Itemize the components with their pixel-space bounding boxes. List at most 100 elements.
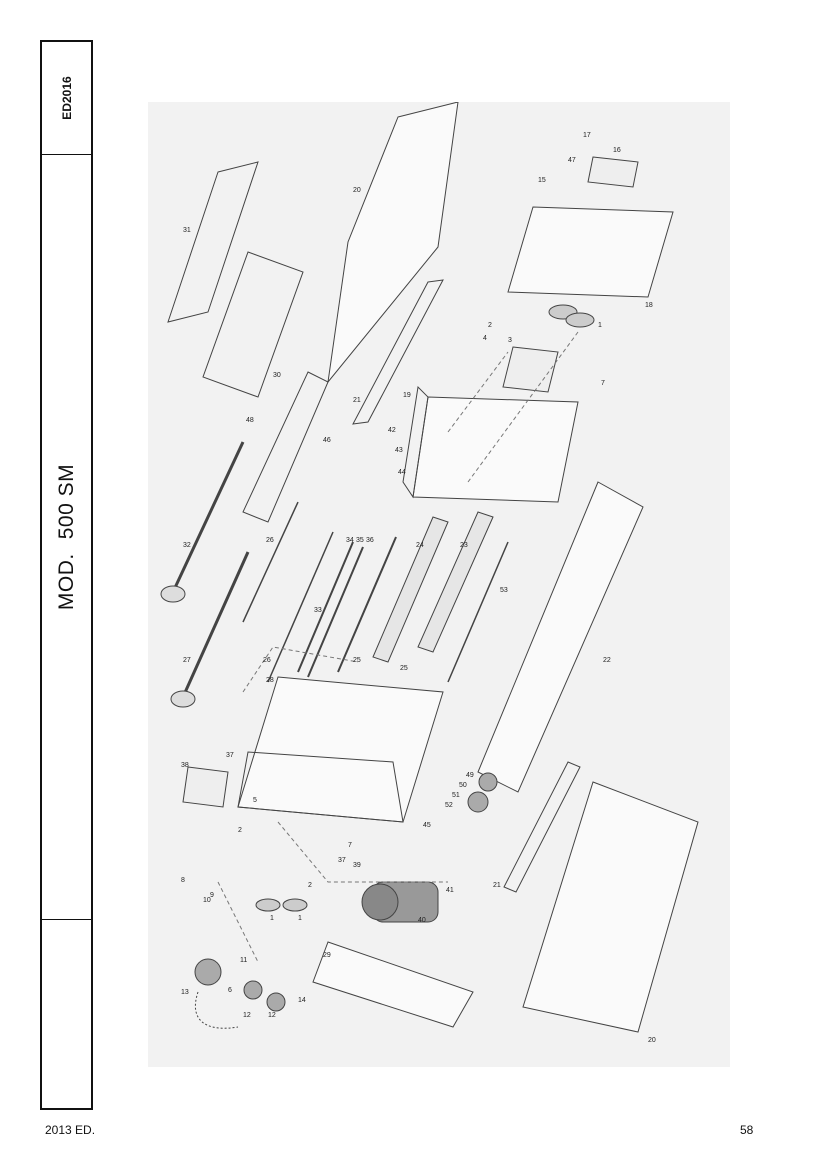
label-29: 29	[323, 952, 331, 959]
gear-50	[467, 791, 489, 813]
label-3: 3	[508, 337, 512, 344]
gear-12b	[266, 992, 286, 1012]
label-40: 40	[418, 917, 426, 924]
base-plate-22	[477, 481, 644, 793]
assembly-line-d	[277, 821, 448, 883]
model-cell: MOD.500 SM	[42, 155, 91, 920]
label-26b: 26	[263, 657, 271, 664]
rod-32-end	[160, 585, 186, 603]
label-45: 45	[423, 822, 431, 829]
label-26a: 26	[266, 537, 274, 544]
profile-36	[337, 536, 397, 673]
label-8: 8	[181, 877, 185, 884]
side-rail-21-bottom	[503, 761, 581, 893]
label-33: 33	[314, 607, 322, 614]
label-18: 18	[645, 302, 653, 309]
roller-24	[372, 516, 449, 663]
label-2a: 2	[488, 322, 492, 329]
grid-panel-30	[202, 251, 304, 398]
motor-fan	[361, 883, 399, 921]
label-1a: 1	[598, 322, 602, 329]
label-21b: 21	[493, 882, 501, 889]
label-2b: 2	[238, 827, 242, 834]
label-44: 44	[398, 469, 406, 476]
label-50: 50	[459, 782, 467, 789]
side-box-19	[412, 396, 579, 503]
label-36: 36	[366, 537, 374, 544]
label-5: 5	[253, 797, 257, 804]
model-title: MOD.500 SM	[55, 464, 79, 610]
gear-6	[194, 958, 222, 986]
label-25b: 25	[400, 665, 408, 672]
side-title-block: ED2016 MOD.500 SM	[40, 40, 93, 1110]
rod-32	[171, 441, 245, 593]
label-7b: 7	[348, 842, 352, 849]
bearing-1b	[565, 312, 595, 328]
model-prefix: MOD.	[54, 553, 78, 611]
label-30: 30	[273, 372, 281, 379]
label-12a: 12	[243, 1012, 251, 1019]
bearing-1d	[282, 898, 308, 912]
label-38: 38	[181, 762, 189, 769]
chain-13	[194, 991, 239, 1029]
document-code: ED2016	[59, 76, 74, 120]
label-17: 17	[583, 132, 591, 139]
label-37a: 37	[226, 752, 234, 759]
bracket-38	[182, 766, 229, 808]
cover-panel-20-bottom	[522, 781, 699, 1033]
tray-46	[242, 371, 329, 523]
label-2c: 2	[308, 882, 312, 889]
label-49: 49	[466, 772, 474, 779]
label-16: 16	[613, 147, 621, 154]
rod-26a	[242, 501, 299, 623]
label-21a: 21	[353, 397, 361, 404]
label-24: 24	[416, 542, 424, 549]
footer-edition: 2013 ED.	[45, 1123, 96, 1137]
label-27: 27	[183, 657, 191, 664]
label-19: 19	[403, 392, 411, 399]
rod-53	[447, 541, 509, 683]
profile-34	[297, 541, 354, 673]
label-48: 48	[246, 417, 254, 424]
side-plate-18	[507, 206, 674, 298]
label-41: 41	[446, 887, 454, 894]
label-22: 22	[603, 657, 611, 664]
label-25a: 25	[353, 657, 361, 664]
main-body-side	[237, 751, 404, 823]
label-14: 14	[298, 997, 306, 1004]
bearing-1c	[255, 898, 281, 912]
label-42: 42	[388, 427, 396, 434]
code-cell: ED2016	[42, 42, 91, 155]
label-15: 15	[538, 177, 546, 184]
empty-cell	[42, 920, 91, 1108]
label-37b: 37	[338, 857, 346, 864]
page-number: 58	[740, 1123, 754, 1137]
assembly-line-c	[467, 331, 579, 483]
rod-27-end	[170, 690, 196, 708]
label-28: 28	[266, 677, 274, 684]
label-12b: 12	[268, 1012, 276, 1019]
label-20a: 20	[353, 187, 361, 194]
assembly-line-e	[217, 881, 259, 963]
label-43: 43	[395, 447, 403, 454]
label-53: 53	[500, 587, 508, 594]
label-4: 4	[483, 335, 487, 342]
label-11: 11	[240, 957, 247, 964]
profile-35	[307, 546, 364, 678]
gear-12a	[243, 980, 263, 1000]
gear-49	[478, 772, 498, 792]
label-1c: 1	[298, 915, 302, 922]
label-39: 39	[353, 862, 361, 869]
plate-4	[502, 346, 559, 393]
label-47: 47	[568, 157, 576, 164]
label-35: 35	[356, 537, 364, 544]
roller-23	[417, 511, 494, 653]
label-32: 32	[183, 542, 191, 549]
label-13: 13	[181, 989, 189, 996]
exploded-view-drawing: 20 31 30 21 48 46 42 43 44 19 18 16 17 4…	[160, 102, 699, 1044]
cover-panel-20-top	[327, 102, 459, 384]
assembly-line-b	[447, 351, 509, 433]
label-46: 46	[323, 437, 331, 444]
exploded-view-diagram: 20 31 30 21 48 46 42 43 44 19 18 16 17 4…	[148, 102, 730, 1067]
side-rail-21-top	[352, 279, 444, 425]
